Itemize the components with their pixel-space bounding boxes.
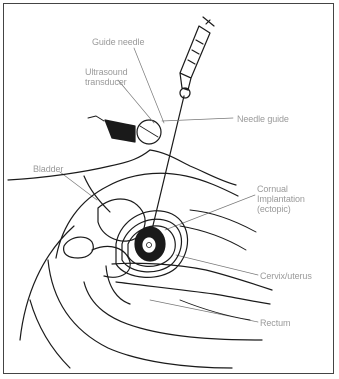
- label-ultrasound-transducer: Ultrasound transducer: [85, 67, 128, 87]
- syringe-icon: [180, 17, 214, 98]
- label-bladder: Bladder: [33, 164, 63, 174]
- transducer-icon: [88, 116, 161, 144]
- label-cornual-implantation: Cornual Implantation (ectopic): [257, 184, 305, 214]
- label-rectum: Rectum: [260, 318, 290, 328]
- abdominal-wall: [8, 150, 150, 180]
- ectopic-sac: [116, 211, 188, 278]
- label-guide-needle: Guide needle: [92, 37, 144, 47]
- label-needle-guide: Needle guide: [237, 114, 289, 124]
- label-cervix-uterus: Cervix/uterus: [260, 271, 312, 281]
- needle-line: [150, 96, 184, 238]
